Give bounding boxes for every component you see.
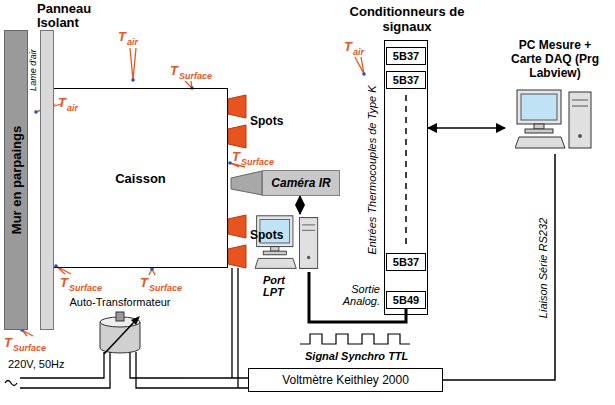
insulating-panel: Panneau Isolant [40, 30, 54, 330]
connector [299, 196, 301, 214]
conditioner-module: 5B37 [386, 71, 426, 89]
sensor-symbol: T [118, 30, 126, 44]
sensor-symbol: T [344, 40, 352, 54]
device-icon [515, 88, 595, 152]
signal-conditioner-rack: Conditionneurs de signaux5B375B375B375B4… [384, 40, 428, 315]
block-wall: Mur en parpaings [4, 30, 28, 330]
device-icon [60, 296, 180, 392]
sensor-symbol: T [232, 150, 240, 164]
device-icon [255, 214, 321, 272]
module-continuation [405, 95, 407, 248]
conditioner-module: 5B49 [386, 291, 426, 309]
sensor-symbol: T [4, 336, 12, 350]
signal-name: Signal Synchro TTL [305, 350, 408, 362]
probe-wire [130, 48, 136, 80]
connector [428, 127, 505, 129]
node-text: Mur en parpaings [9, 126, 24, 234]
probe-tip [34, 110, 38, 114]
mains-label: 220V, 50Hz [8, 358, 64, 370]
link-label: Liaison Série RS232 [537, 218, 549, 318]
sensor-subscript: Surface [13, 343, 46, 353]
sensor-symbol: T [140, 276, 148, 290]
sensor-subscript: air [353, 47, 364, 57]
probe-wire [355, 57, 364, 74]
node-text: Caméra IR [271, 176, 330, 190]
sensor-subscript: Surface [149, 283, 182, 293]
sensor-subscript: air [127, 37, 138, 47]
probe-tip [131, 78, 135, 82]
node-text: 5B37 [393, 74, 419, 86]
node-text: PC Mesure + Carte DAQ (Prg Labview) [505, 38, 605, 80]
output-label: Sortie Analog. [334, 283, 380, 307]
node-text: Conditionneurs de signaux [345, 4, 469, 34]
air-gap-label: Lame d'air [28, 49, 38, 91]
node-text: 5B37 [393, 50, 419, 62]
spots-label: Spots [250, 228, 283, 242]
connector [180, 377, 248, 379]
serial-link [443, 154, 555, 380]
conditioner-module: 5B37 [386, 47, 426, 65]
sensor-subscript: Surface [179, 71, 212, 81]
node-text: Port LPT [263, 274, 303, 298]
sensor-symbol: T [58, 96, 66, 110]
input-label: Entrées Thermocouples de Type K [366, 85, 378, 254]
ir-camera: Caméra IR [262, 170, 340, 196]
voltmeter-box: Voltmètre Keithley 2000 [248, 368, 443, 392]
test-box: Caisson [54, 88, 228, 268]
node-text: 5B37 [393, 256, 419, 268]
sensor-subscript: air [67, 103, 78, 113]
auto-transformer: Auto-Transformateur [60, 296, 180, 392]
camera-lens [231, 171, 262, 195]
probe-wire [22, 330, 33, 336]
thermocouple-probes [20, 48, 366, 336]
node-text: Panneau Isolant [37, 2, 103, 30]
camera-pc: Port LPT [255, 214, 321, 272]
conditioner-module: 5B37 [386, 253, 426, 271]
sensor-symbol: T [170, 64, 178, 78]
node-text: 5B49 [393, 294, 419, 306]
sensor-subscript: Surface [241, 157, 274, 167]
node-text: Auto-Transformateur [60, 296, 180, 308]
spots-label: Spots [250, 114, 283, 128]
probe-tip [228, 161, 232, 165]
probe-tip [362, 72, 366, 76]
measurement-pc: PC Mesure + Carte DAQ (Prg Labview) [505, 38, 605, 154]
sensor-symbol: T [60, 276, 68, 290]
ttl-pulse-train [300, 334, 410, 344]
sensor-subscript: Surface [69, 283, 102, 293]
node-text: Caisson [54, 171, 227, 186]
node-text: Voltmètre Keithley 2000 [282, 373, 409, 387]
